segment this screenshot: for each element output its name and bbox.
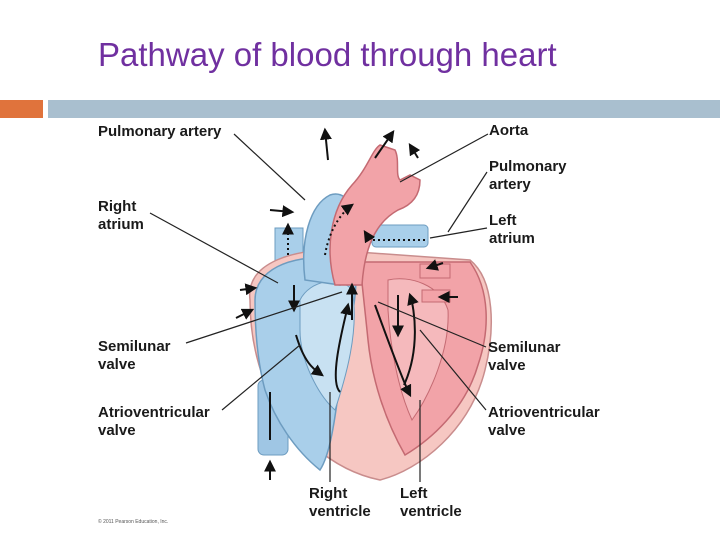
label-right-atrium-2: atrium [98, 216, 144, 233]
label-right-atrium-1: Right [98, 198, 137, 215]
accent-bar-orange [0, 100, 43, 118]
label-av-valve-right-1: Atrioventricular [488, 404, 600, 421]
label-pulmonary-artery-right-2: artery [489, 176, 531, 193]
label-pulmonary-artery-right-1: Pulmonary [489, 158, 567, 175]
label-semilunar-valve-left-1: Semilunar [98, 338, 171, 355]
accent-bar-blue [48, 100, 720, 118]
label-right-ventricle-2: ventricle [309, 503, 371, 520]
label-av-valve-left-1: Atrioventricular [98, 404, 210, 421]
copyright-notice: © 2011 Pearson Education, Inc. [98, 519, 169, 525]
leader-lines [149, 133, 489, 482]
label-av-valve-right-2: valve [488, 422, 526, 439]
label-semilunar-valve-right-2: valve [488, 357, 526, 374]
blood-flow-arrows [235, 127, 458, 480]
label-pulmonary-artery-left: Pulmonary artery [98, 123, 222, 140]
label-left-atrium-1: Left [489, 212, 517, 229]
label-left-atrium-2: atrium [489, 230, 535, 247]
label-left-ventricle-1: Left [400, 485, 428, 502]
label-right-ventricle-1: Right [309, 485, 348, 502]
label-semilunar-valve-left-2: valve [98, 356, 136, 373]
aorta [329, 144, 421, 286]
slide-title: Pathway of blood through heart [98, 36, 557, 73]
label-aorta: Aorta [489, 122, 529, 139]
label-av-valve-left-2: valve [98, 422, 136, 439]
label-left-ventricle-2: ventricle [400, 503, 462, 520]
label-semilunar-valve-right-1: Semilunar [488, 339, 561, 356]
